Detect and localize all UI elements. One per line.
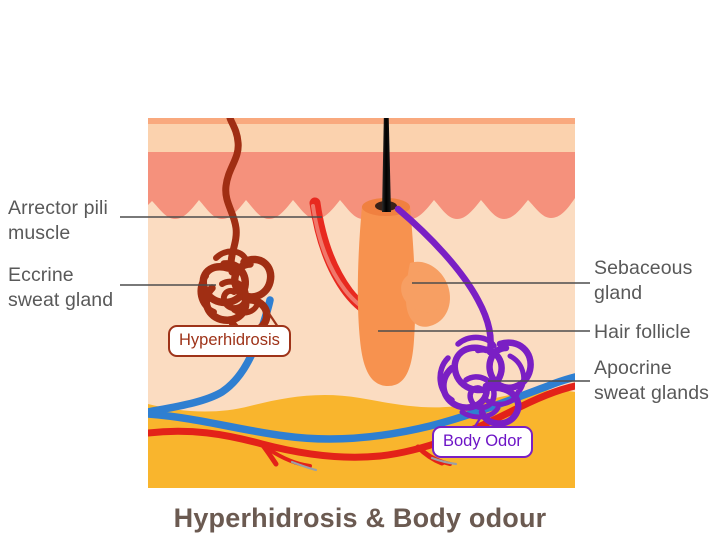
- label-arrector-pili-muscle: Arrector pili muscle: [8, 197, 108, 244]
- sebaceous-gland-lobe-2: [401, 271, 445, 313]
- artery: [148, 382, 575, 461]
- label-apocrine-sweat-glands: Apocrine sweat glands: [594, 357, 710, 404]
- hair-follicle-body: [357, 206, 416, 386]
- apocrine-coil-5: [463, 374, 497, 411]
- label-eccrine-sweat-gland: Eccrine sweat gland: [8, 264, 114, 311]
- callout-badge-body-odor: Body Odor: [432, 426, 533, 458]
- apocrine-sweat-glands: [394, 205, 534, 427]
- apocrine-coil-7: [437, 355, 455, 403]
- vein-branch-main: [148, 373, 575, 443]
- label-sebaceous-gland: Sebaceous gland: [594, 257, 693, 304]
- eccrine-duct: [222, 118, 242, 276]
- eccrine-coil-7: [197, 273, 217, 315]
- page-title: Hyperhidrosis & Body odour: [173, 503, 547, 533]
- callout-tail-body-odor: [473, 411, 485, 429]
- callout-badge-hyperhidrosis: Hyperhidrosis: [168, 325, 291, 357]
- apocrine-coil-3: [440, 364, 490, 411]
- eccrine-sweat-gland: [197, 118, 275, 336]
- eccrine-coil-5: [219, 278, 250, 312]
- apocrine-coil-2: [486, 339, 534, 391]
- apocrine-coil-10: [507, 353, 527, 393]
- apocrine-coil-8: [483, 389, 521, 407]
- artery-branch-left: [259, 441, 279, 467]
- eccrine-coil-2: [231, 255, 275, 301]
- artery-capillary-left: [290, 460, 318, 472]
- apocrine-coil-6: [455, 334, 497, 349]
- eccrine-coil-3: [202, 284, 250, 324]
- apocrine-coil-4: [478, 384, 522, 427]
- artery-branch-left2: [268, 448, 312, 468]
- eccrine-coil-8: [231, 299, 261, 316]
- eccrine-coil-6: [213, 248, 249, 263]
- leader-lines: [120, 216, 590, 382]
- skin-block: [148, 118, 575, 488]
- hair-shaft: [382, 118, 391, 212]
- label-hair-follicle: Hair follicle: [594, 321, 691, 343]
- artery-capillary-right: [430, 456, 458, 466]
- callout-tail-hyperhidrosis: [267, 311, 279, 328]
- stratum-corneum-strip: [148, 118, 575, 124]
- apocrine-duct: [394, 205, 494, 356]
